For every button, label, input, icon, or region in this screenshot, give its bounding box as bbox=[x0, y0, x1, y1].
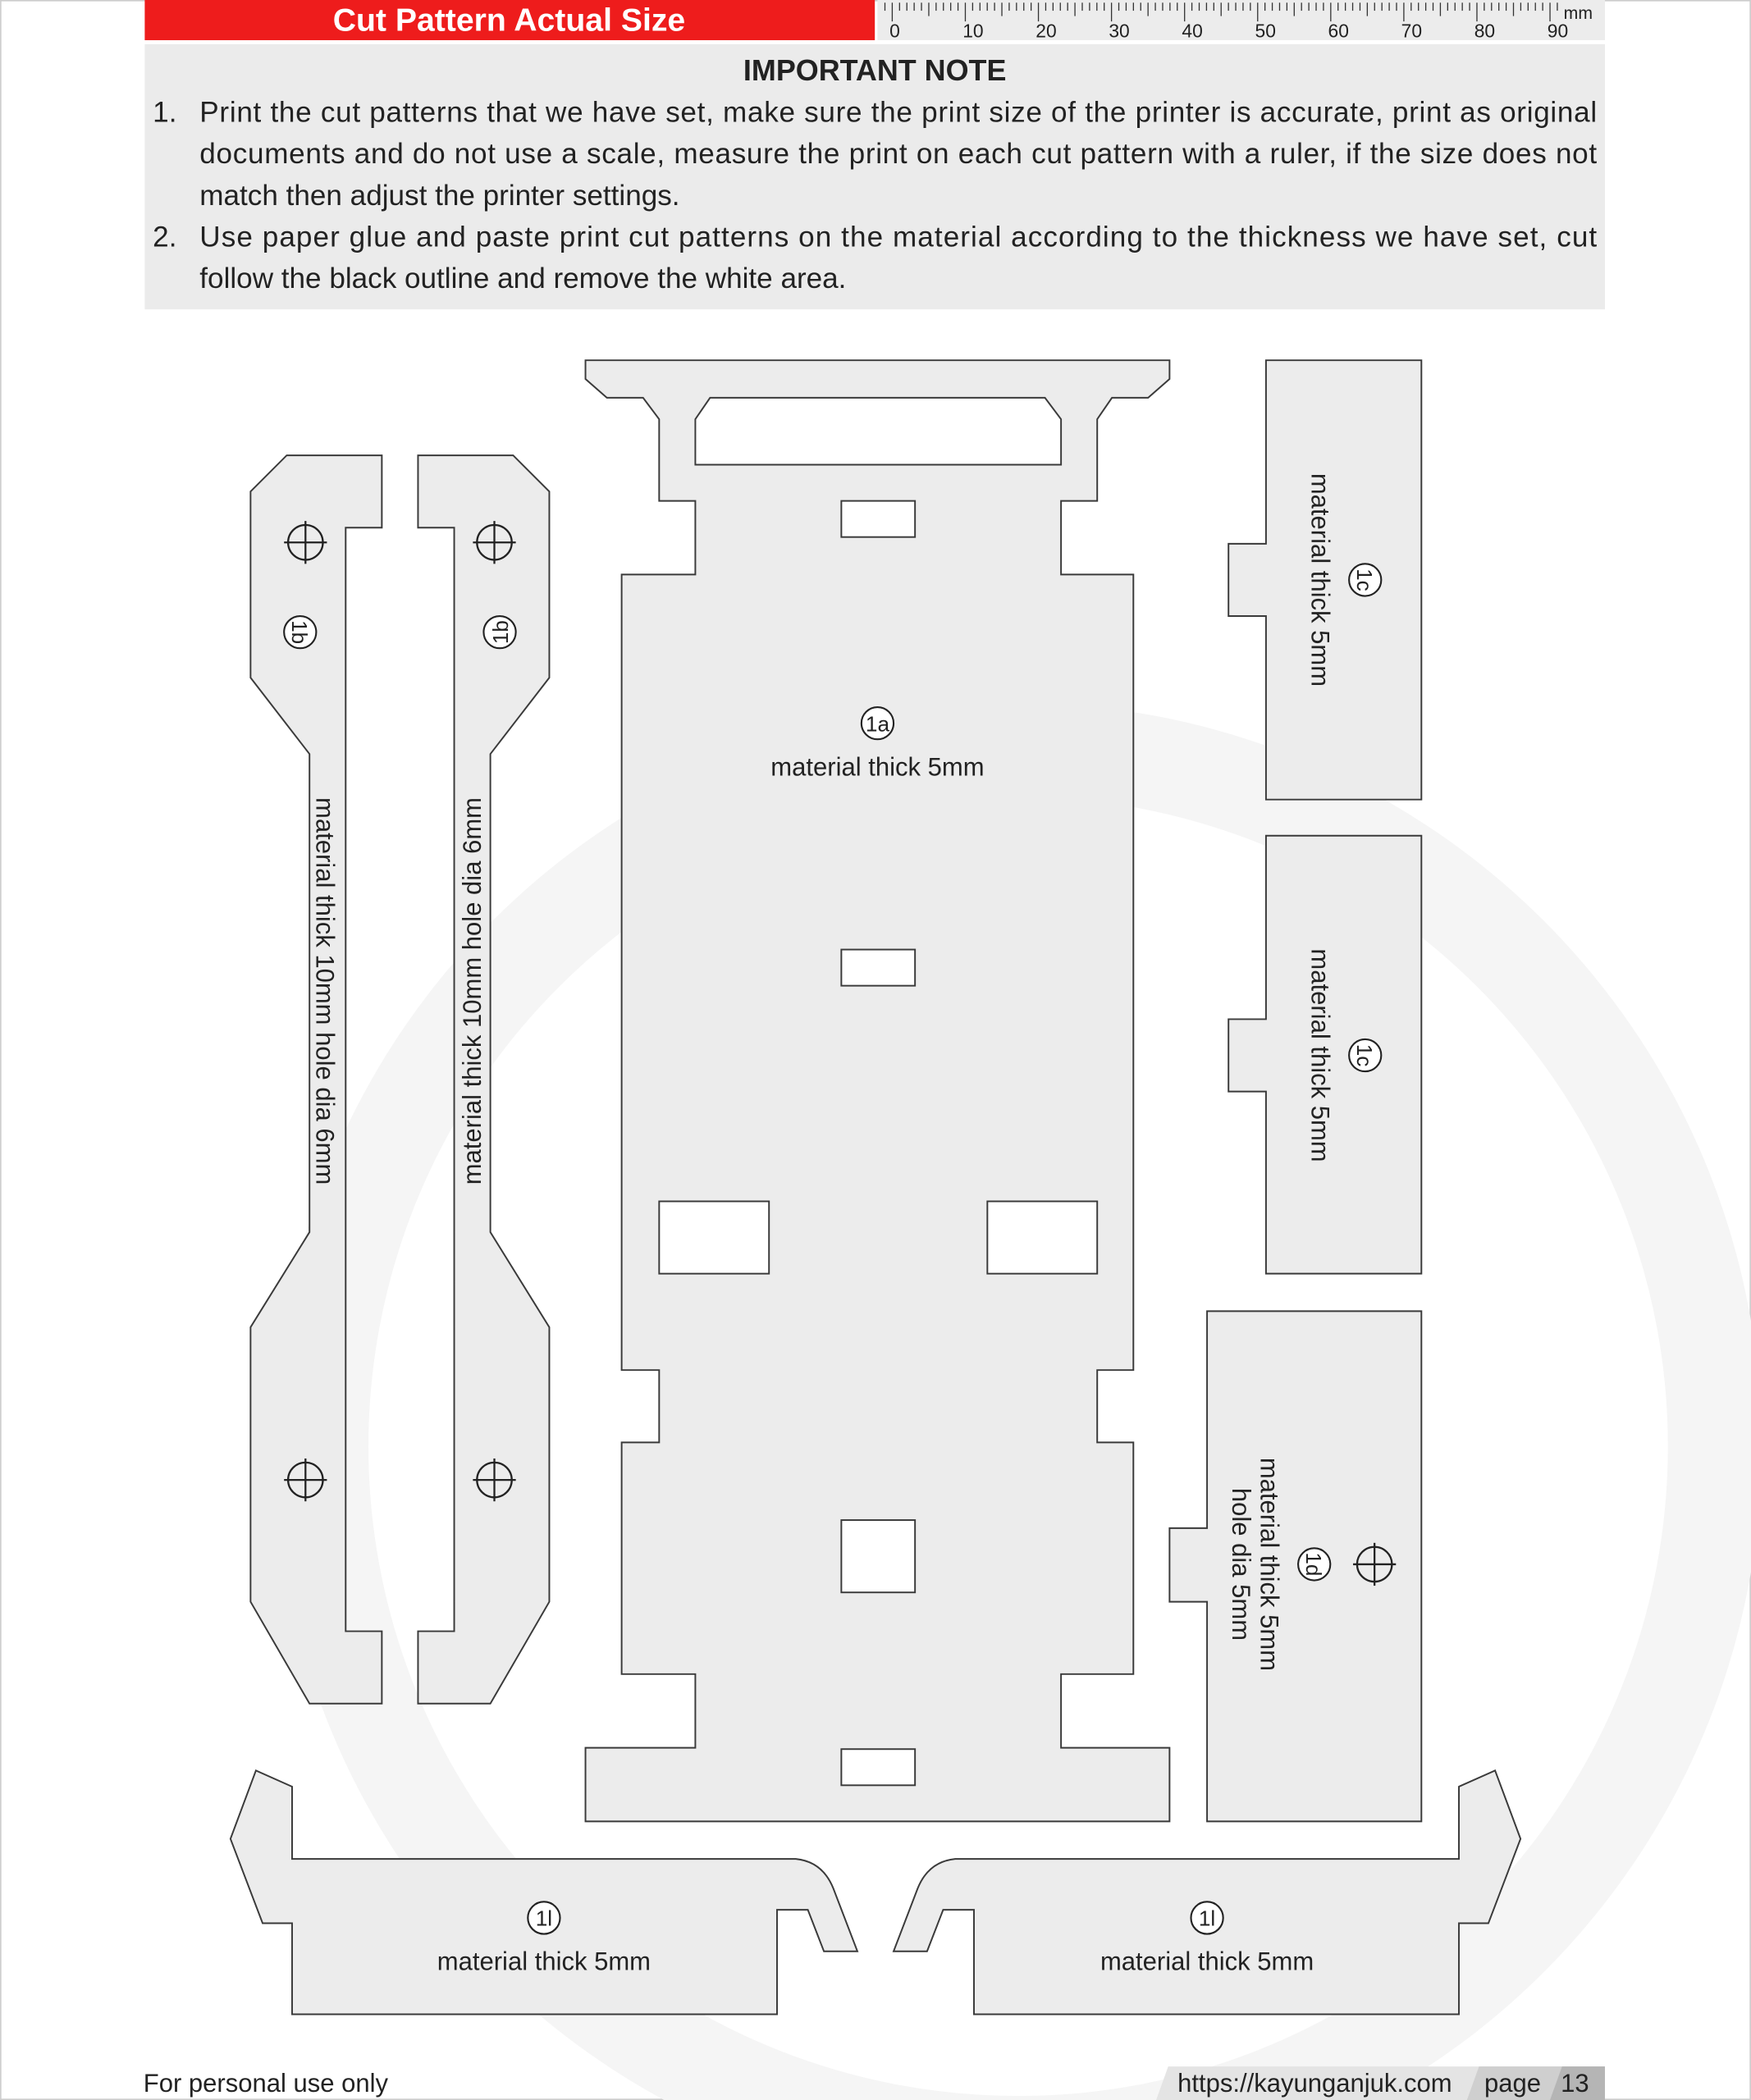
svg-text:1d: 1d bbox=[1301, 1552, 1326, 1576]
footer-personal-use: For personal use only bbox=[144, 2069, 389, 2098]
svg-text:1c: 1c bbox=[1352, 568, 1377, 591]
header-bar bbox=[144, 0, 876, 40]
ruler-label: 70 bbox=[1401, 21, 1422, 42]
ruler-label: 10 bbox=[962, 21, 983, 42]
footer-page-label: page bbox=[1484, 2069, 1541, 2098]
svg-text:1l: 1l bbox=[1199, 1906, 1215, 1931]
piece-1l-left: 1l material thick 5mm bbox=[229, 1769, 859, 2016]
piece-1l-right: 1l material thick 5mm bbox=[892, 1769, 1522, 2016]
crosshair-hole-icon bbox=[1353, 1542, 1397, 1586]
part-label-1c: 1c bbox=[1348, 563, 1383, 597]
ruler-label: 60 bbox=[1328, 21, 1349, 42]
crosshair-hole-icon bbox=[284, 521, 327, 564]
svg-text:1a: 1a bbox=[866, 711, 890, 736]
piece-1c-top: 1c material thick 5mm bbox=[1228, 359, 1423, 801]
ruler-label: 80 bbox=[1474, 21, 1495, 42]
note-item-1-line-2: documents and do not use a scale, measur… bbox=[199, 138, 1597, 170]
svg-text:1b: 1b bbox=[488, 620, 513, 644]
ruler-unit: mm bbox=[1564, 4, 1593, 23]
crosshair-hole-icon bbox=[473, 1458, 516, 1502]
part-label-1c: 1c bbox=[1348, 1038, 1383, 1073]
material-note-1a: material thick 5mm bbox=[770, 752, 984, 781]
note-item-2-line-1: Use paper glue and paste print cut patte… bbox=[199, 221, 1597, 253]
header-title: Cut Pattern Actual Size bbox=[333, 3, 686, 39]
part-label-1a: 1a bbox=[860, 705, 895, 741]
note-box bbox=[144, 43, 1605, 310]
piece-1a: 1a material thick 5mm bbox=[584, 359, 1171, 1823]
ruler-label: 90 bbox=[1548, 21, 1568, 42]
note-title: IMPORTANT NOTE bbox=[743, 53, 1006, 87]
piece-1b-right: 1b material thick 10mm hole dia 6mm bbox=[417, 454, 551, 1705]
part-label-1b: 1b bbox=[283, 614, 318, 650]
part-label-1l: 1l bbox=[1190, 1901, 1224, 1935]
hole-note-1d: hole dia 5mm bbox=[1227, 1488, 1255, 1641]
ruler: 0 10 20 30 40 50 60 70 80 90 mm bbox=[877, 0, 1605, 42]
footer-page-number: 13 bbox=[1561, 2069, 1589, 2098]
material-note-1l-left: material thick 5mm bbox=[437, 1947, 651, 1976]
svg-text:1c: 1c bbox=[1352, 1044, 1377, 1067]
piece-1d: 1d material thick 5mm hole dia 5mm bbox=[1168, 1310, 1423, 1823]
ruler-label: 40 bbox=[1182, 21, 1202, 42]
material-note-1l-right: material thick 5mm bbox=[1100, 1947, 1314, 1976]
ruler-label: 0 bbox=[889, 21, 900, 42]
footer-url-link[interactable]: https://kayunganjuk.com bbox=[1177, 2069, 1452, 2098]
crosshair-hole-icon bbox=[473, 521, 516, 564]
ruler-label: 30 bbox=[1109, 21, 1129, 42]
svg-text:1b: 1b bbox=[287, 620, 312, 644]
material-note-1b-left: material thick 10mm hole dia 6mm bbox=[310, 797, 339, 1185]
part-label-1b: 1b bbox=[482, 614, 517, 650]
part-label-1d: 1d bbox=[1297, 1547, 1332, 1582]
material-note-1c-top: material thick 5mm bbox=[1305, 473, 1334, 687]
crosshair-hole-icon bbox=[284, 1458, 327, 1502]
ruler-label: 50 bbox=[1255, 21, 1275, 42]
ruler-label: 20 bbox=[1036, 21, 1056, 42]
note-item-2-line-2: follow the black outline and remove the … bbox=[199, 262, 846, 294]
piece-1b-left: 1b material thick 10mm hole dia 6mm bbox=[249, 454, 383, 1705]
note-item-1-line-3: match then adjust the printer settings. bbox=[199, 180, 679, 212]
note-item-1-number: 1. bbox=[153, 97, 176, 129]
note-item-1-line-1: Print the cut patterns that we have set,… bbox=[199, 97, 1597, 129]
material-note-1c-bottom: material thick 5mm bbox=[1305, 948, 1334, 1162]
svg-text:1l: 1l bbox=[536, 1906, 552, 1931]
part-label-1l: 1l bbox=[527, 1901, 561, 1935]
note-item-2-number: 2. bbox=[153, 221, 176, 253]
material-note-1d: material thick 5mm bbox=[1255, 1458, 1283, 1671]
piece-1c-bottom: 1c material thick 5mm bbox=[1228, 834, 1423, 1275]
material-note-1b-right: material thick 10mm hole dia 6mm bbox=[458, 797, 487, 1185]
